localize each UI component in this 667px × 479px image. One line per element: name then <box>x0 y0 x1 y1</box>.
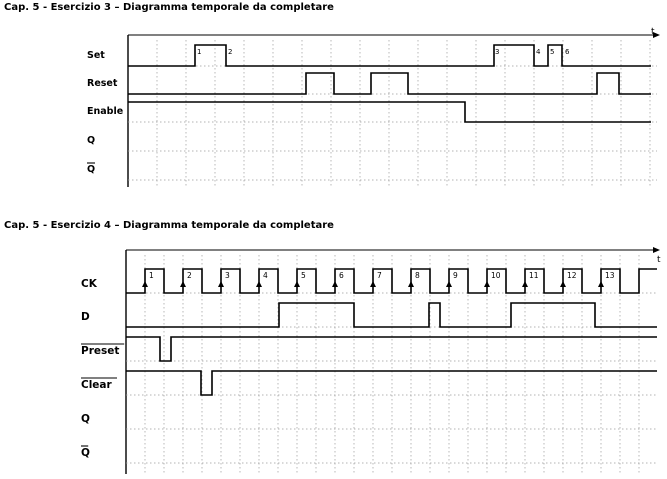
ex4-rising-edge-arrow <box>294 281 300 287</box>
ex4-rising-edge-arrow <box>332 281 338 287</box>
ex4-clock-edge-label: 3 <box>225 271 230 280</box>
ex4-clock-edge-label: 9 <box>453 271 458 280</box>
ex4-rising-edge-arrow <box>484 281 490 287</box>
ex3-event-marker: 3 <box>495 48 499 56</box>
ex4-clock-edge-label: 7 <box>377 271 382 280</box>
ex4-signal-label-q-bar: Q <box>81 447 90 459</box>
ex3-enable-waveform <box>128 101 651 123</box>
ex3-signal-label-enable: Enable <box>87 106 123 117</box>
ex3-event-marker: 1 <box>197 48 201 56</box>
ex4-rising-edge-arrow <box>142 281 148 287</box>
ex4-clock-edge-label: 11 <box>529 271 539 280</box>
ex3-time-axis-arrow <box>653 32 660 38</box>
ex4-clock-edge-label: 8 <box>415 271 420 280</box>
ex4-rising-edge-arrow <box>256 281 262 287</box>
ex4-signal-label-clear-bar: Clear <box>81 379 113 391</box>
ex3-set-waveform <box>128 44 651 67</box>
ex3-event-marker: 6 <box>565 48 570 56</box>
ex3-event-marker: 4 <box>536 48 541 56</box>
ex3-signal-label-q: Q <box>87 135 95 146</box>
ex4-signal-label-q: Q <box>81 413 90 425</box>
ex4-preset-waveform <box>126 336 657 362</box>
ex4-clock-waveform <box>126 268 657 294</box>
ex4-rising-edge-arrow <box>180 281 186 287</box>
ex3-signal-label-set: Set <box>87 50 105 61</box>
ex4-time-axis-arrow <box>653 247 660 253</box>
ex4-clock-edge-label: 13 <box>605 271 615 280</box>
ex4-rising-edge-arrow <box>218 281 224 287</box>
ex4-d-waveform <box>126 302 657 328</box>
exercise3-title: Cap. 5 - Esercizio 3 – Diagramma tempora… <box>4 2 334 13</box>
ex4-clear-waveform <box>126 370 657 396</box>
ex3-reset-waveform <box>128 72 651 95</box>
ex3-signal-label-reset: Reset <box>87 78 118 89</box>
ex4-rising-edge-arrow <box>446 281 452 287</box>
ex4-rising-edge-arrow <box>560 281 566 287</box>
ex3-time-axis-label: t <box>651 27 655 37</box>
ex4-signal-label-preset-bar: Preset <box>81 345 119 357</box>
ex4-time-axis-label: t <box>657 255 661 265</box>
ex4-clock-edge-label: 1 <box>149 271 154 280</box>
ex3-event-marker: 2 <box>228 48 232 56</box>
ex4-clock-edge-label: 4 <box>263 271 268 280</box>
ex4-clock-edge-label: 6 <box>339 271 344 280</box>
ex4-signal-label-d: D <box>81 311 90 323</box>
exercise4-title: Cap. 5 - Esercizio 4 – Diagramma tempora… <box>4 220 334 231</box>
ex4-clock-edge-label: 2 <box>187 271 192 280</box>
ex4-rising-edge-arrow <box>408 281 414 287</box>
ex4-rising-edge-arrow <box>522 281 528 287</box>
ex4-rising-edge-arrow <box>598 281 604 287</box>
ex4-clock-edge-label: 5 <box>301 271 306 280</box>
ex4-clock-edge-label: 12 <box>567 271 577 280</box>
ex4-rising-edge-arrow <box>370 281 376 287</box>
ex3-event-marker: 5 <box>550 48 554 56</box>
ex3-signal-label-q-bar: Q <box>87 164 95 175</box>
ex4-clock-edge-label: 10 <box>491 271 501 280</box>
ex4-signal-label-ck: CK <box>81 278 98 290</box>
